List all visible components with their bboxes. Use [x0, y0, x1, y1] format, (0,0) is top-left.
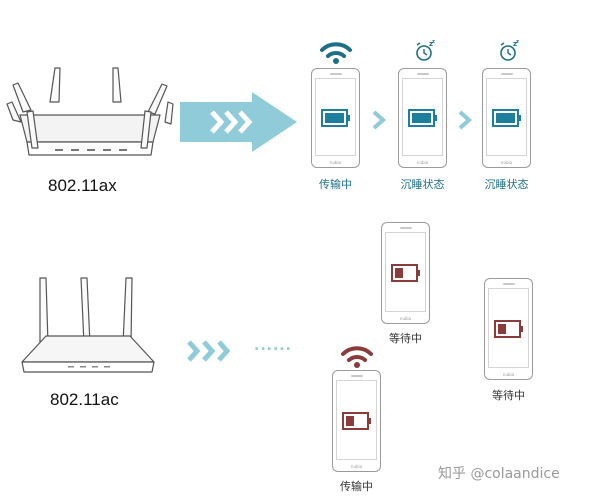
- svg-text:z: z: [516, 40, 519, 45]
- watermark: 知乎 @colaandice: [438, 466, 560, 482]
- state-label-sleeping-1: 沉睡状态: [400, 178, 445, 191]
- battery-low-icon: [341, 412, 371, 430]
- battery-low-icon: [390, 264, 420, 282]
- phone-ac-waiting-2: nubia: [484, 278, 533, 380]
- triple-chevron-icon: [187, 340, 231, 362]
- wifi-signal-icon: [341, 346, 373, 368]
- phone-ax-sleeping-2: nubia: [482, 68, 531, 168]
- wifi-signal-icon: [320, 42, 352, 64]
- svg-text:z: z: [432, 40, 435, 45]
- phone-ac-waiting-1: nubia: [381, 222, 430, 324]
- battery-full-icon: [491, 109, 521, 127]
- battery-full-icon: [407, 109, 437, 127]
- phone-ax-sleeping-1: nubia: [398, 68, 447, 168]
- battery-low-icon: [493, 320, 523, 338]
- router-ax-icon: [6, 67, 174, 156]
- svg-text:z: z: [513, 40, 517, 48]
- state-label-waiting-2: 等待中: [492, 389, 525, 402]
- standard-label-ax: 802.11ax: [48, 176, 117, 195]
- state-label-sleeping-2: 沉睡状态: [484, 178, 529, 191]
- phone-ax-transmitting: nubia: [311, 68, 360, 168]
- state-label-transmitting-ax: 传输中: [319, 178, 352, 191]
- chevron-right-icon: [458, 110, 473, 130]
- state-label-transmitting-ac: 传输中: [340, 480, 373, 493]
- alarm-clock-icon: z z: [416, 40, 435, 61]
- ellipsis-dots: ......: [254, 338, 292, 354]
- chevron-right-icon: [372, 110, 387, 130]
- transfer-arrow-icon: [180, 92, 297, 152]
- phone-ac-transmitting: nubia: [332, 370, 381, 472]
- state-label-waiting-1: 等待中: [389, 332, 422, 345]
- alarm-clock-icon: z z: [500, 40, 519, 61]
- battery-full-icon: [320, 109, 350, 127]
- svg-text:z: z: [429, 40, 433, 48]
- router-ac-icon: [21, 277, 155, 373]
- standard-label-ac: 802.11ac: [50, 390, 119, 409]
